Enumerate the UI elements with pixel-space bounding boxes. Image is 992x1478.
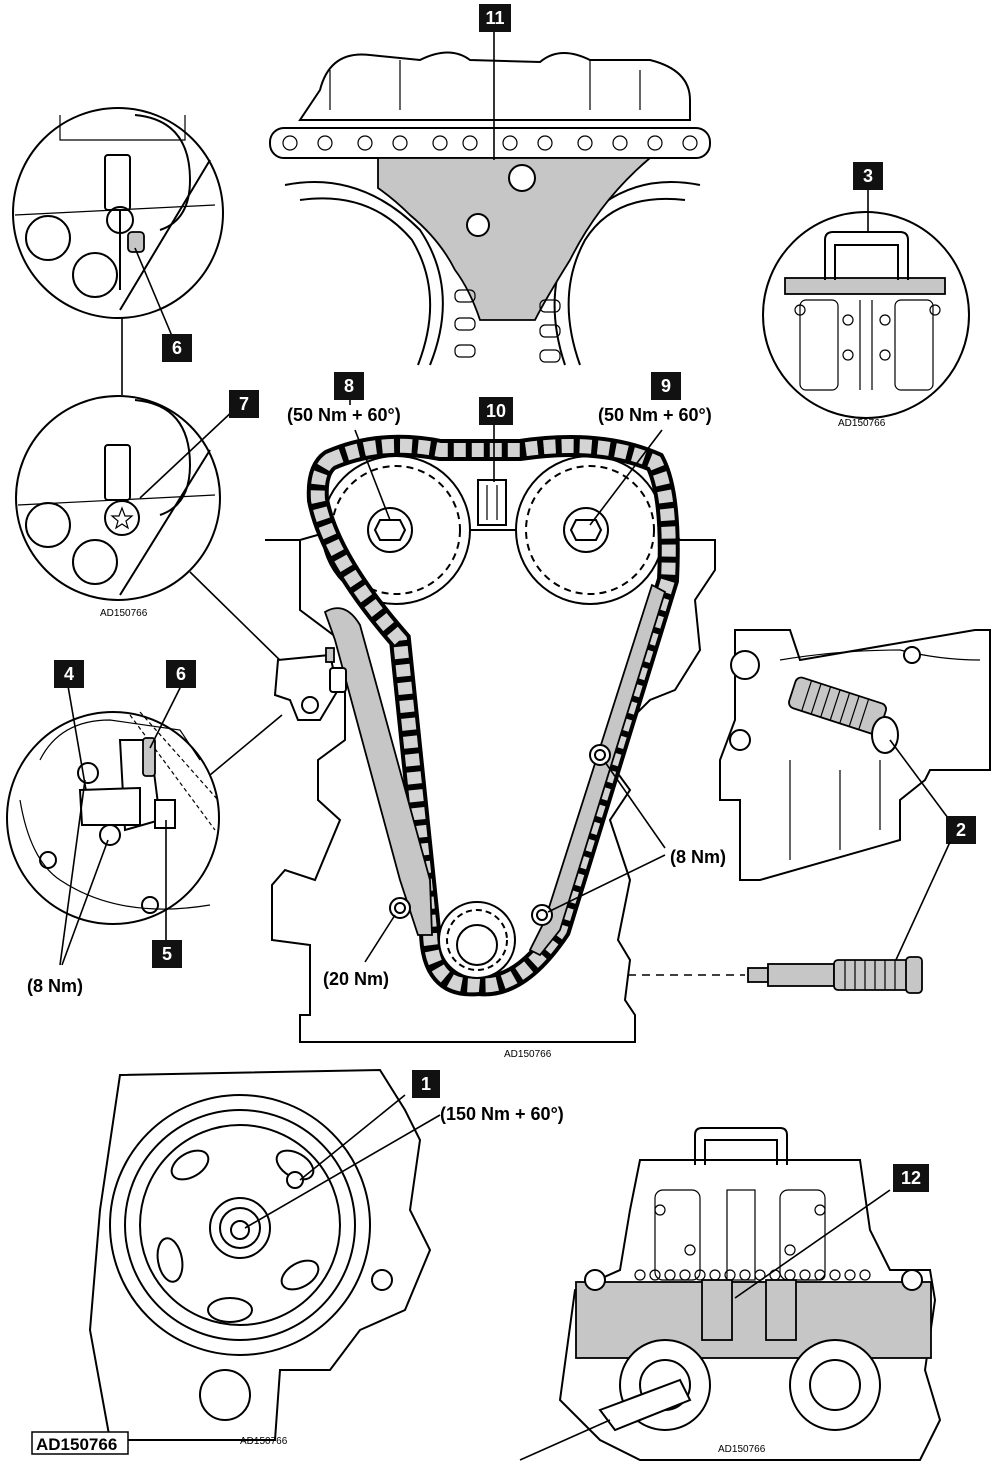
torque-guide-right: (8 Nm): [670, 847, 726, 867]
callout-11: 11: [485, 8, 504, 28]
detail-2-tensioner-tool: 2: [719, 629, 991, 994]
detail-12-cam-alignment-tool: 12 AD150766: [519, 1127, 942, 1461]
chain-guide-left: [323, 607, 433, 936]
sprocket-alignment-pin: [477, 479, 507, 526]
detail-1-crankshaft-pulley: 1 (150 Nm + 60°) AD150766: [88, 1068, 564, 1447]
callout-12: 12: [901, 1168, 921, 1188]
callout-8: 8: [344, 376, 354, 396]
callout-9: 9: [661, 376, 671, 396]
ref-boxed: AD150766: [36, 1435, 117, 1454]
torque-tensioner: (8 Nm): [27, 976, 83, 996]
callout-1: 1: [421, 1074, 431, 1094]
callout-10: 10: [486, 401, 506, 421]
ref-detail7: AD150766: [100, 608, 148, 619]
ref-pulley: AD150766: [240, 1436, 288, 1447]
torque-cam-left: (50 Nm + 60°): [287, 405, 401, 425]
callout-6-lower: 6: [176, 664, 186, 684]
detail-3-cam-locking-tool: 3 AD150766: [762, 162, 970, 429]
torque-guide-lower: (20 Nm): [323, 969, 389, 989]
callout-6-top: 6: [172, 338, 182, 358]
detail-tensioner-circle: 4 6 5 (8 Nm): [6, 660, 220, 996]
detail-6-top-circle: 6: [12, 107, 224, 362]
ref-tool3: AD150766: [838, 418, 886, 429]
sprocket-holding-tool: [377, 157, 653, 321]
chain-segment-top: [269, 127, 711, 159]
crankshaft-sprocket: [438, 901, 516, 979]
camshaft-sprocket-right: [515, 455, 665, 605]
torque-crank: (150 Nm + 60°): [440, 1104, 564, 1124]
callout-5: 5: [162, 944, 172, 964]
chain-tensioner: [273, 647, 347, 721]
callout-3: 3: [863, 166, 873, 186]
ref-main: AD150766: [504, 1049, 552, 1060]
torque-cam-right: (50 Nm + 60°): [598, 405, 712, 425]
main-timing-drive: 8 (50 Nm + 60°) 9 (50 Nm + 60°) 10 (20 N…: [265, 372, 745, 1060]
camshaft-alignment-bar: [575, 1281, 932, 1359]
callout-2: 2: [956, 820, 966, 840]
callout-4: 4: [64, 664, 74, 684]
callout-7: 7: [239, 394, 249, 414]
ref-tool12: AD150766: [718, 1444, 766, 1455]
detail-11-cam-locking-tool: 11: [269, 4, 711, 366]
detail-7-circle: 7 AD150766: [15, 390, 259, 619]
locking-pin-tool: [747, 956, 923, 994]
